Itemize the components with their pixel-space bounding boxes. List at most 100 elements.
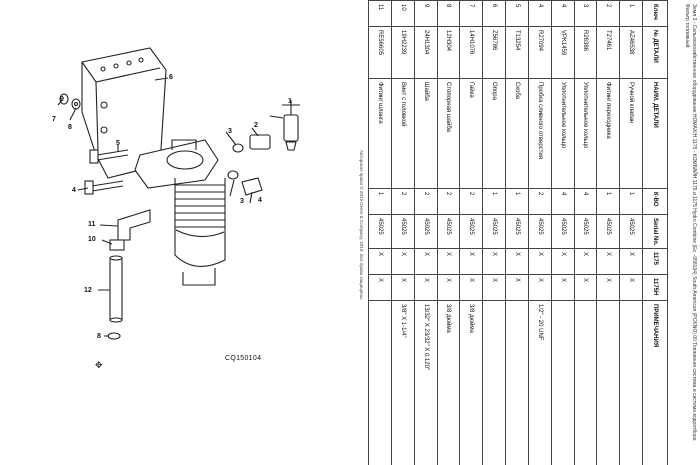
callout-label: 6 [169,74,173,81]
cell-c2: X [551,274,575,301]
cell-c2: X [391,274,415,301]
cell-part: T13254 [505,26,529,79]
parts-list-sheet: Земл 3 - Сельскохозяйственное оборудован… [337,0,700,465]
cell-part: 19H2239 [391,26,415,79]
cell-note [505,300,529,465]
cell-serial: 45025 [574,214,597,249]
cell-key: 4 [551,0,575,27]
cell-serial: 45025 [391,214,415,249]
col-1175: 1175 [642,248,668,275]
cell-c1: X [619,248,643,275]
callout-label: 8 [97,333,101,340]
cell-qty: 2 [528,188,552,215]
cell-part: 24H1304 [414,26,438,79]
cell-serial: 45025 [505,214,529,249]
cell-c2: X [414,274,438,301]
exploded-parts-diagram: ✥ 6 7 8 9 1 5 3 2 4 4 11 10 12 8 3 CQ150… [0,0,330,465]
cell-note [619,300,643,465]
cell-serial: 45025 [551,214,575,249]
col-notes: ПРИМЕЧАНИЯ [642,300,668,465]
callout-label: 12 [84,287,92,294]
cell-note [368,300,392,465]
cell-name: Стопорная шайба [437,78,460,189]
cell-name: Фитинг шланга [368,78,392,189]
cell-key: 4 [528,0,552,27]
rotated-parts-table: Земл 3 - Сельскохозяйственное оборудован… [337,0,700,465]
header-line-1: Земл 3 - Сельскохозяйственное оборудован… [691,4,697,441]
cell-part: RE56605 [368,26,392,79]
cell-c1: X [482,248,506,275]
cell-c2: X [437,274,460,301]
cell-c2: X [459,274,483,301]
cell-name: Пробка сливного отверстия [528,78,552,189]
cell-qty: 1 [368,188,392,215]
table-header-text: Земл 3 - Сельскохозяйственное оборудован… [668,0,700,465]
cell-name: Винт с головкой [391,78,415,189]
cell-key: 8 [437,0,460,27]
diagram-code: CQ150104 [225,355,262,362]
cell-part: VPK1459 [551,26,575,79]
cell-c2: X [528,274,552,301]
cell-note: 13/32" X 23/32" X 0.120" [414,300,438,465]
cell-c1: X [437,248,460,275]
cell-note: 3/8 дюйма [459,300,483,465]
cell-part: R27094 [528,26,552,79]
callout-label: 2 [254,122,258,129]
cell-serial: 45025 [528,214,552,249]
callout-label: 8 [68,124,72,131]
cell-c1: X [505,248,529,275]
header-line-2: Фильтр топливный [684,4,690,48]
cell-c2: X [505,274,529,301]
cell-note [482,300,506,465]
callout-label: 3 [228,128,232,135]
cell-key: 5 [505,0,529,27]
cell-c2: X [368,274,392,301]
col-1175h: 1175H [642,274,668,301]
cell-serial: 45025 [437,214,460,249]
cell-c2: X [574,274,597,301]
table-header-row: Ключ № ДЕТАЛИ НАИМ. ДЕТАЛИ К-ВО Serial N… [642,0,668,465]
cell-key: 10 [391,0,415,27]
cell-note [574,300,597,465]
cell-key: 11 [368,0,392,27]
callout-label: 11 [88,221,96,228]
callout-label: 7 [52,116,56,123]
col-part: № ДЕТАЛИ [642,26,668,79]
cell-part: AZ46538 [619,26,643,79]
cell-qty: 2 [459,188,483,215]
copyright-footer: Авторское право © 2019 Deere & Company, … [359,150,364,301]
col-serial: Serial No. [642,214,668,249]
cell-c1: X [368,248,392,275]
cell-c1: X [596,248,620,275]
cell-part: T27461 [596,26,620,79]
cell-qty: 2 [414,188,438,215]
cell-c1: X [459,248,483,275]
cell-name: Уплотнительное кольцо [551,78,575,189]
cell-key: 9 [414,0,438,27]
cell-key: 3 [574,0,597,27]
cell-name: Шайба [414,78,438,189]
cell-c2: X [619,274,643,301]
col-key: Ключ [642,0,668,27]
cell-c1: X [574,248,597,275]
cell-qty: 2 [437,188,460,215]
cell-qty: 1 [505,188,529,215]
cell-serial: 45025 [368,214,392,249]
cell-serial: 45025 [619,214,643,249]
cell-qty: 4 [551,188,575,215]
cell-c2: X [482,274,506,301]
callout-label: 10 [88,236,96,243]
cell-c1: X [391,248,415,275]
callout-label: 4 [72,187,76,194]
